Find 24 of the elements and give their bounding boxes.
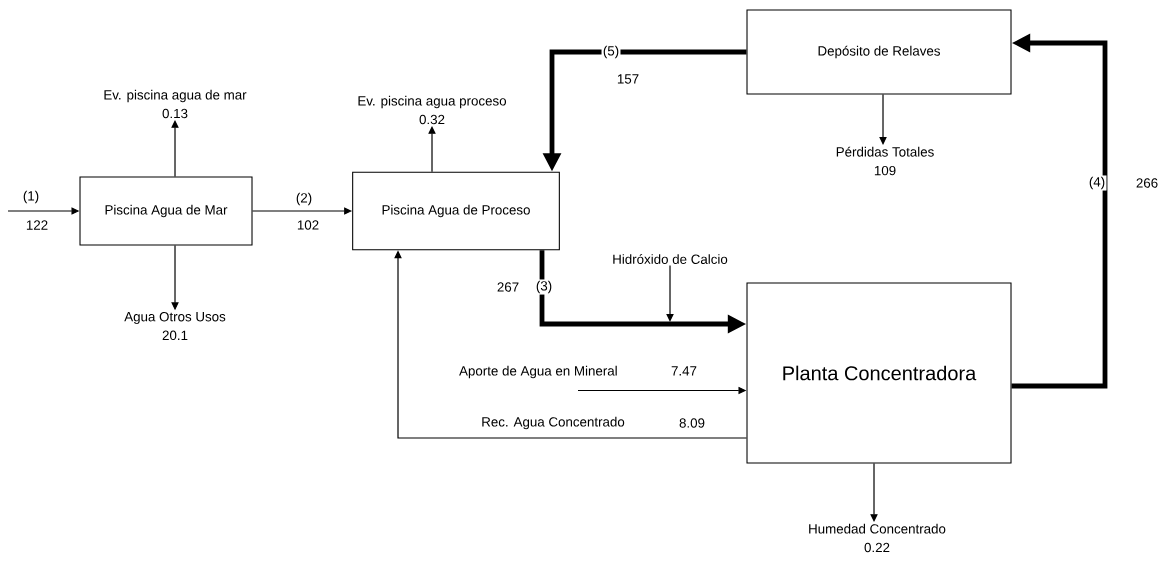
flow-label: Agua Otros Usos 20.1 [124, 311, 226, 341]
flow-value: 267 [497, 282, 519, 292]
flow-value: 122 [26, 220, 48, 230]
edge-label: Rec. Agua Concentrado [479, 415, 627, 431]
flow-value: 102 [297, 220, 319, 230]
flow-value: 157 [617, 74, 639, 84]
edge-label: (2) [294, 191, 314, 207]
edge-label: (5) [601, 44, 621, 60]
process-box: Piscina Agua de Proceso [352, 171, 560, 251]
flow-label: Pérdidas Totales 109 [836, 146, 934, 176]
process-box: Depósito de Relaves [746, 9, 1012, 95]
flow-label: Ev. piscina agua de mar 0.13 [104, 89, 247, 119]
edge-label: (1) [21, 189, 41, 205]
flow-label: Hidróxido de Calcio [613, 254, 728, 264]
process-box: Planta Concentradora [746, 282, 1012, 464]
process-box: Piscina Agua de Mar [79, 176, 253, 246]
edge-label: (3) [534, 279, 554, 295]
flow-label: Aporte de Agua en Mineral 7.47 [459, 365, 697, 379]
edge-label: (4) [1087, 175, 1107, 191]
flow-label: Ev. piscina agua proceso 0.32 [358, 95, 506, 125]
flow-value: 8.09 [679, 418, 705, 428]
arrow [666, 264, 674, 322]
flow-value: 266 [1136, 178, 1158, 188]
flow-label: Humedad Concentrado 0.22 [809, 523, 946, 553]
